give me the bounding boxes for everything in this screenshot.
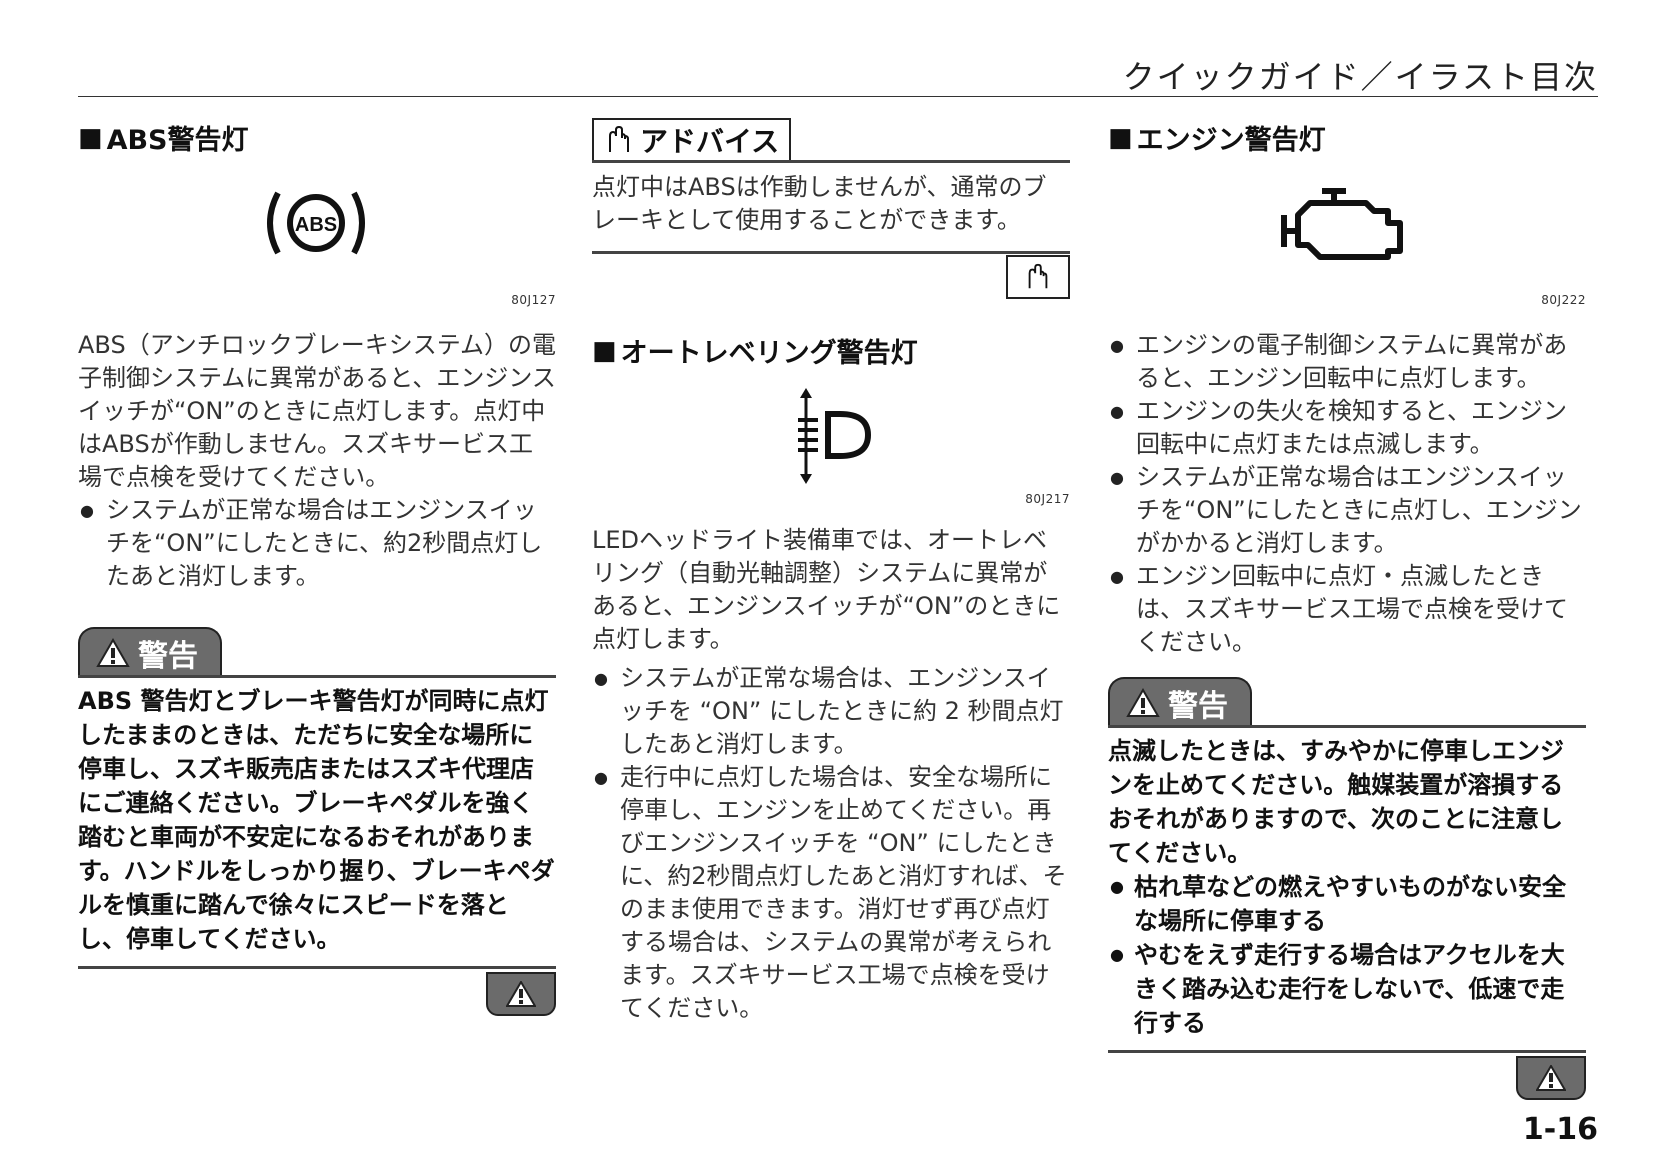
engine-bullets: エンジンの電子制御システムに異常があると、エンジン回転中に点灯します。 エンジン…: [1108, 329, 1586, 659]
headlight-leveling-icon: [798, 388, 872, 484]
header-rule: [78, 96, 1598, 97]
warning-top-rule: [78, 675, 556, 678]
warning-end-tag: [486, 972, 556, 1016]
advice-bottom-rule: [592, 251, 1070, 254]
engine-bullet: エンジンの失火を検知すると、エンジン回転中に点灯または点滅します。: [1108, 395, 1586, 461]
pointing-hand-icon: [609, 126, 629, 152]
advice-end-tag: [1006, 255, 1070, 299]
autolevel-heading-text: オートレベリング警告灯: [620, 338, 918, 369]
engine-check-icon: [1281, 188, 1403, 260]
abs-body: ABS（アンチロックブレーキシステム）の電子制御システムに異常があると、エンジン…: [78, 331, 557, 491]
abs-icon-label: ABS: [295, 214, 337, 236]
abs-figure: ABS 80J127: [78, 175, 556, 307]
warning-bottom-rule: [78, 966, 556, 969]
engine-heading: ■ エンジン警告灯: [1108, 118, 1586, 157]
advice-top-rule: [592, 160, 1070, 163]
abs-figure-id: 80J127: [511, 293, 556, 307]
warning-triangle-icon: [506, 981, 536, 1007]
abs-warning-badge: 警告: [78, 627, 222, 675]
advice-text: 点灯中はABSは作動しませんが、通常のブレーキとして使用することができます。: [592, 173, 1047, 234]
engine-warning-bullet: 枯れ草などの燃えやすいものがない安全な場所に停車する: [1108, 870, 1586, 938]
engine-warning-end: [1108, 1050, 1586, 1100]
abs-heading: ■ ABS警告灯: [78, 118, 556, 157]
engine-figure: 80J222: [1108, 175, 1586, 307]
abs-warning-box: 警告 ABS 警告灯とブレーキ警告灯が同時に点灯したままのときは、ただちに安全な…: [78, 627, 556, 1016]
autolevel-bullets: システムが正常な場合は、エンジンスイッチを “ON” にしたときに約 2 秒間点…: [592, 662, 1070, 1025]
advice-label: アドバイス: [640, 125, 780, 158]
engine-bullet: エンジン回転中に点灯・点滅したときは、スズキサービス工場で点検を受けてください。: [1108, 560, 1586, 659]
square-bullet-icon: ■: [1108, 122, 1133, 153]
engine-warning-bullet: やむをえず走行する場合はアクセルを大きく踏み込む走行をしないで、低速で走行する: [1108, 938, 1586, 1040]
autolevel-bullet: システムが正常な場合は、エンジンスイッチを “ON” にしたときに約 2 秒間点…: [592, 662, 1070, 761]
abs-bullets: システムが正常な場合はエンジンスイッチを“ON”にしたときに、約2秒間点灯したあ…: [78, 494, 556, 593]
warning-triangle-icon: [1126, 688, 1160, 717]
warning-triangle-icon: [96, 638, 130, 667]
abs-warning-end: [78, 966, 556, 1016]
engine-bullet: システムが正常な場合はエンジンスイッチを“ON”にしたときに点灯し、エンジンがか…: [1108, 461, 1586, 560]
advice-badge: アドバイス: [592, 118, 792, 160]
engine-warning-text: 点滅したときは、すみやかに停車しエンジンを止めてください。触媒装置が溶損するおそ…: [1108, 737, 1564, 867]
engine-warning-badge: 警告: [1108, 677, 1252, 725]
warning-top-rule: [1108, 725, 1586, 728]
page-number: 1-16: [1522, 1112, 1598, 1147]
header-title: クイックガイド／イラスト目次: [1122, 58, 1598, 96]
engine-warning-bullets: 枯れ草などの燃えやすいものがない安全な場所に停車する やむをえず走行する場合はア…: [1108, 870, 1586, 1040]
advice-end: [592, 251, 1070, 299]
engine-section: ■ エンジン警告灯 80J222 エンジンの電子制御システムに異常があると、エン…: [1108, 118, 1586, 1100]
abs-section: ■ ABS警告灯 ABS 80J127 ABS（アンチロックブレーキシステム）の…: [78, 118, 557, 1016]
warning-end-tag: [1516, 1056, 1586, 1100]
engine-bullet: エンジンの電子制御システムに異常があると、エンジン回転中に点灯します。: [1108, 329, 1586, 395]
autolevel-heading: ■ オートレベリング警告灯: [592, 331, 1070, 370]
abs-warning-text: ABS 警告灯とブレーキ警告灯が同時に点灯したままのときは、ただちに安全な場所に…: [78, 687, 555, 953]
square-bullet-icon: ■: [592, 335, 617, 366]
engine-warning-label: 警告: [1168, 689, 1228, 724]
abs-warning-icon: ABS: [267, 191, 365, 255]
autolevel-bullet: 走行中に点灯した場合は、安全な場所に停車し、エンジンを止めてください。再びエンジ…: [592, 761, 1070, 1025]
warning-bottom-rule: [1108, 1050, 1586, 1053]
engine-warning-box: 警告 点滅したときは、すみやかに停車しエンジンを止めてください。触媒装置が溶損す…: [1108, 677, 1586, 1100]
abs-bullet: システムが正常な場合はエンジンスイッチを“ON”にしたときに、約2秒間点灯したあ…: [78, 494, 556, 593]
warning-triangle-icon: [1536, 1065, 1566, 1091]
engine-heading-text: エンジン警告灯: [1136, 125, 1326, 156]
advice-box: アドバイス 点灯中はABSは作動しませんが、通常のブレーキとして使用することがで…: [592, 118, 1070, 299]
engine-figure-id: 80J222: [1541, 293, 1586, 307]
autolevel-section: アドバイス 点灯中はABSは作動しませんが、通常のブレーキとして使用することがで…: [592, 118, 1070, 1025]
abs-warning-label: 警告: [138, 639, 198, 674]
square-bullet-icon: ■: [78, 122, 103, 153]
autolevel-body: LEDヘッドライト装備車では、オートレベリング（自動光軸調整）システムに異常があ…: [592, 526, 1061, 653]
autolevel-figure-id: 80J217: [1025, 492, 1070, 506]
abs-heading-text: ABS警告灯: [106, 125, 249, 156]
autolevel-figure: 80J217: [592, 388, 1070, 506]
pointing-hand-icon: [1028, 263, 1048, 289]
